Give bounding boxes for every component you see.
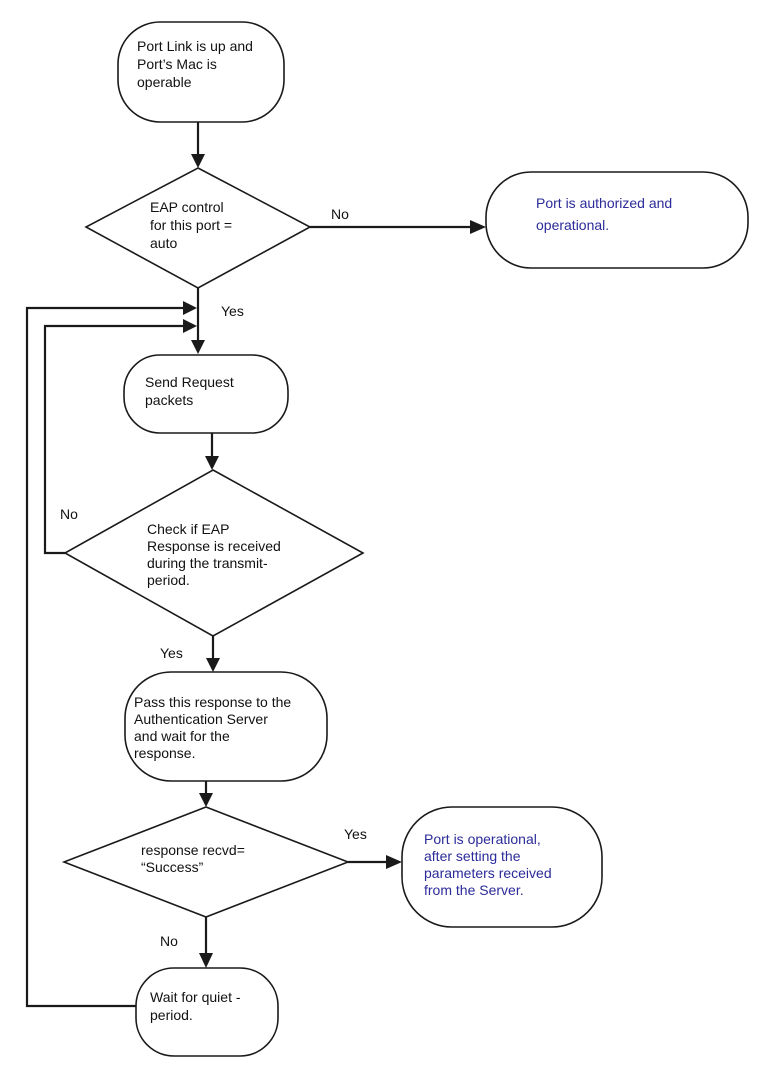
node-eap-control: EAP control for this port = auto — [84, 167, 312, 289]
decision-shape — [84, 167, 312, 289]
node-text-line: for this port = — [150, 217, 232, 233]
edge-label-eap-no: No — [331, 206, 349, 222]
node-text-line: Port is operational, — [424, 831, 541, 847]
node-text-line: Wait for quiet - — [150, 989, 241, 1005]
arrowhead — [206, 658, 220, 672]
node-quiet-period: Wait for quiet - period. — [135, 967, 279, 1057]
node-text-line: packets — [145, 392, 193, 408]
node-text: Wait for quiet - period. — [150, 989, 241, 1023]
node-text-line: operable — [137, 74, 192, 90]
node-text-line: Send Request — [145, 374, 234, 390]
decision-shape — [61, 806, 351, 918]
decision-shape — [63, 469, 365, 637]
node-text-line: EAP control — [150, 199, 224, 215]
node-text-line: “Success” — [141, 859, 204, 875]
node-text-line: auto — [150, 235, 177, 251]
arrowhead — [199, 793, 213, 807]
node-authorized: Port is authorized and operational. — [485, 171, 749, 269]
node-text-line: Response is received — [147, 538, 281, 554]
node-text: Send Request packets — [145, 374, 234, 408]
edge-label-eap-yes: Yes — [221, 303, 244, 319]
arrowhead — [205, 456, 219, 470]
node-text-line: Authentication Server — [134, 711, 268, 727]
terminal-shape — [485, 171, 749, 269]
arrowhead — [191, 154, 205, 168]
edge-labels: No Yes No Yes Yes No — [60, 206, 367, 949]
node-text-line: and wait for the — [134, 728, 230, 744]
terminal-shape — [401, 806, 603, 928]
node-text: EAP control for this port = auto — [150, 199, 232, 251]
arrowhead — [199, 953, 213, 968]
node-text: Port is authorized and operational. — [536, 195, 672, 233]
node-text-line: during the transmit- — [147, 555, 268, 571]
node-text-line: Port Link is up and — [137, 38, 253, 54]
node-text-line: after setting the — [424, 848, 521, 864]
node-text-line: period. — [147, 572, 190, 588]
node-text-line: from the Server. — [424, 882, 524, 898]
arrowhead — [470, 220, 486, 234]
arrowhead — [386, 855, 402, 869]
edge-check-no-loop — [43, 324, 185, 555]
node-text-line: Pass this response to the — [134, 694, 291, 710]
node-text-line: response recvd= — [141, 842, 245, 858]
arrowhead — [183, 319, 197, 333]
terminal-shape — [135, 967, 279, 1057]
edge-label-success-no: No — [160, 933, 178, 949]
node-send-request: Send Request packets — [123, 354, 289, 434]
node-text-line: Port’s Mac is — [137, 56, 217, 72]
node-text-line: operational. — [536, 217, 609, 233]
node-text-line: response. — [134, 745, 195, 761]
terminal-shape — [123, 354, 289, 434]
edge-quiet-loop-back — [25, 306, 185, 1008]
edge-label-check-yes: Yes — [160, 645, 183, 661]
node-success-check: response recvd=“Success” — [61, 806, 351, 918]
edge-label-check-no: No — [60, 506, 78, 522]
arrowhead — [191, 340, 205, 354]
node-text-line: Check if EAP — [147, 521, 229, 537]
terminal-shape — [117, 21, 285, 123]
edge-label-success-yes: Yes — [344, 826, 367, 842]
node-text-line: Port is authorized and — [536, 195, 672, 211]
node-text-line: period. — [150, 1007, 193, 1023]
node-text-line: parameters received — [424, 865, 552, 881]
terminal-shape — [124, 671, 328, 782]
arrowhead — [183, 301, 197, 315]
connectors — [25, 122, 486, 1008]
node-text: response recvd=“Success” — [141, 842, 245, 875]
